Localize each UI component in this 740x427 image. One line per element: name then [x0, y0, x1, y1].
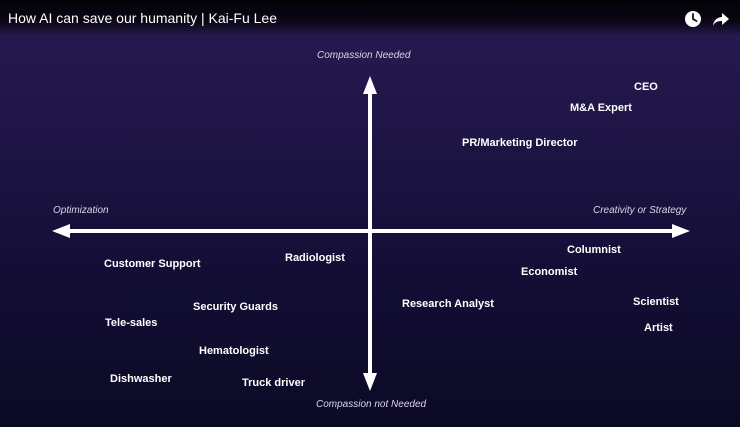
axis-label-right: Creativity or Strategy — [593, 205, 687, 216]
arrow-left — [52, 224, 70, 238]
axis-label-bottom: Compassion not Needed — [316, 399, 427, 410]
arrow-right — [672, 224, 690, 238]
axis-label-left: Optimization — [53, 205, 109, 216]
job-label-dishwasher: Dishwasher — [110, 373, 172, 385]
job-label-economist: Economist — [521, 266, 578, 278]
job-label-hematologist: Hematologist — [199, 345, 269, 357]
job-label-columnist: Columnist — [567, 244, 621, 256]
job-label-research-analyst: Research Analyst — [402, 298, 494, 310]
video-title[interactable]: How AI can save our humanity | Kai-Fu Le… — [8, 10, 277, 26]
video-title-bar: How AI can save our humanity | Kai-Fu Le… — [0, 0, 740, 36]
job-label-ceo: CEO — [634, 81, 658, 93]
clock-icon[interactable] — [684, 10, 702, 28]
arrow-down — [363, 373, 377, 391]
job-label-scientist: Scientist — [633, 296, 679, 308]
job-label-security-guards: Security Guards — [193, 301, 278, 313]
arrow-up — [363, 76, 377, 94]
job-label-tele-sales: Tele-sales — [105, 317, 158, 329]
vertical-axis — [363, 76, 377, 391]
share-icon[interactable] — [712, 10, 730, 28]
job-label-pr-marketing-director: PR/Marketing Director — [462, 137, 578, 149]
job-label-truck-driver: Truck driver — [242, 377, 305, 389]
job-label-radiologist: Radiologist — [285, 252, 345, 264]
job-label-ma-expert: M&A Expert — [570, 102, 632, 114]
job-label-customer-support: Customer Support — [104, 258, 201, 270]
job-label-artist: Artist — [644, 322, 673, 334]
axis-label-top: Compassion Needed — [317, 50, 411, 61]
horizontal-axis — [52, 224, 690, 238]
